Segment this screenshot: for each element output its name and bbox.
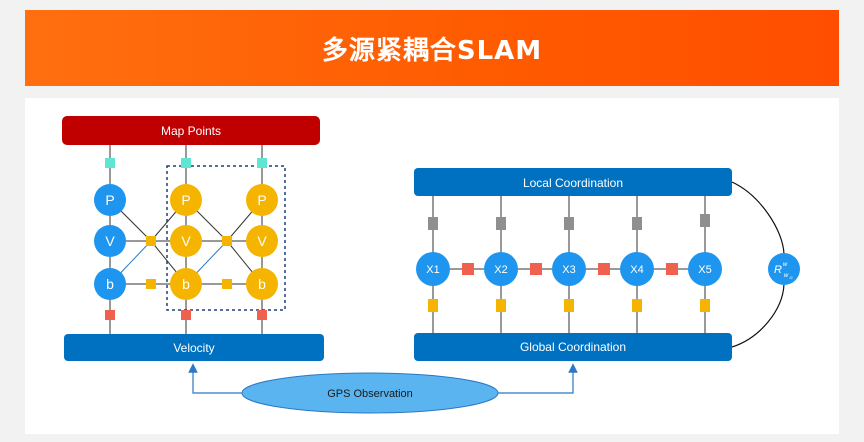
landmark-factor [181,158,191,168]
bias-node-label: b [258,276,266,292]
global-coordination-bar [414,333,732,361]
global-factor [632,299,642,312]
imu-factor [146,236,156,246]
bias-node [246,268,278,300]
global-factor [496,299,506,312]
gps-arrow-left [188,363,242,394]
state-node [416,252,450,286]
pose-node-label: P [257,192,266,208]
global-factor [564,299,574,312]
global-factor [700,299,710,312]
bias-node-label: b [182,276,190,292]
global-factor [428,299,438,312]
rotation-node [768,253,800,285]
map-points-label: Map Points [161,124,221,138]
rotation-sup: w [783,262,788,268]
map-points-bar [62,116,320,145]
velocity-node-label: V [257,233,267,249]
state-node [484,252,518,286]
odometry-factor [666,263,678,275]
velocity-node-label: V [105,233,115,249]
velocity-node [94,225,126,257]
local-factor [496,217,506,230]
sliding-window-box [166,165,286,311]
velocity-node [170,225,202,257]
bias-node [170,268,202,300]
transform-link [731,283,785,348]
transform-link [731,181,785,255]
state-node [688,252,722,286]
velocity-bar [64,334,324,361]
landmark-factor [257,158,267,168]
bias-node [94,268,126,300]
gps-arrow-right [498,363,578,394]
local-coordination-label: Local Coordination [523,176,623,190]
pose-node [94,184,126,216]
state-node [620,252,654,286]
landmark-factor [105,158,115,168]
pose-node [170,184,202,216]
local-factor [632,217,642,230]
state-label: X4 [630,264,643,276]
rotation-subsub: G [789,275,792,280]
velocity-label: Velocity [173,341,214,355]
bias-node-label: b [106,276,114,292]
velocity-node-label: V [181,233,191,249]
pose-node [246,184,278,216]
global-coordination-label: Global Coordination [520,340,626,354]
state-label: X5 [698,264,711,276]
pose-node-label: P [181,192,190,208]
odometry-factor [598,263,610,275]
odometry-factor [462,263,474,275]
local-factor [564,217,574,230]
gps-observation-label: GPS Observation [327,388,413,400]
rotation-sub: w [784,273,789,279]
state-node [552,252,586,286]
bias-factor [146,279,156,289]
state-label: X1 [426,264,439,276]
odometry-factor [530,263,542,275]
imu-factor [222,236,232,246]
pose-node-label: P [105,192,114,208]
state-label: X3 [562,264,575,276]
velocity-factor [105,310,115,320]
rotation-label: R [774,264,782,276]
velocity-node [246,225,278,257]
local-factor [428,217,438,230]
page-title: 多源紧耦合SLAM [321,35,543,66]
gps-observation-ellipse [241,372,499,414]
bias-factor [222,279,232,289]
title-banner: 多源紧耦合SLAM [25,10,839,86]
local-coordination-bar [414,168,732,196]
velocity-factor [181,310,191,320]
state-label: X2 [494,264,507,276]
local-factor [700,214,710,227]
velocity-factor [257,310,267,320]
